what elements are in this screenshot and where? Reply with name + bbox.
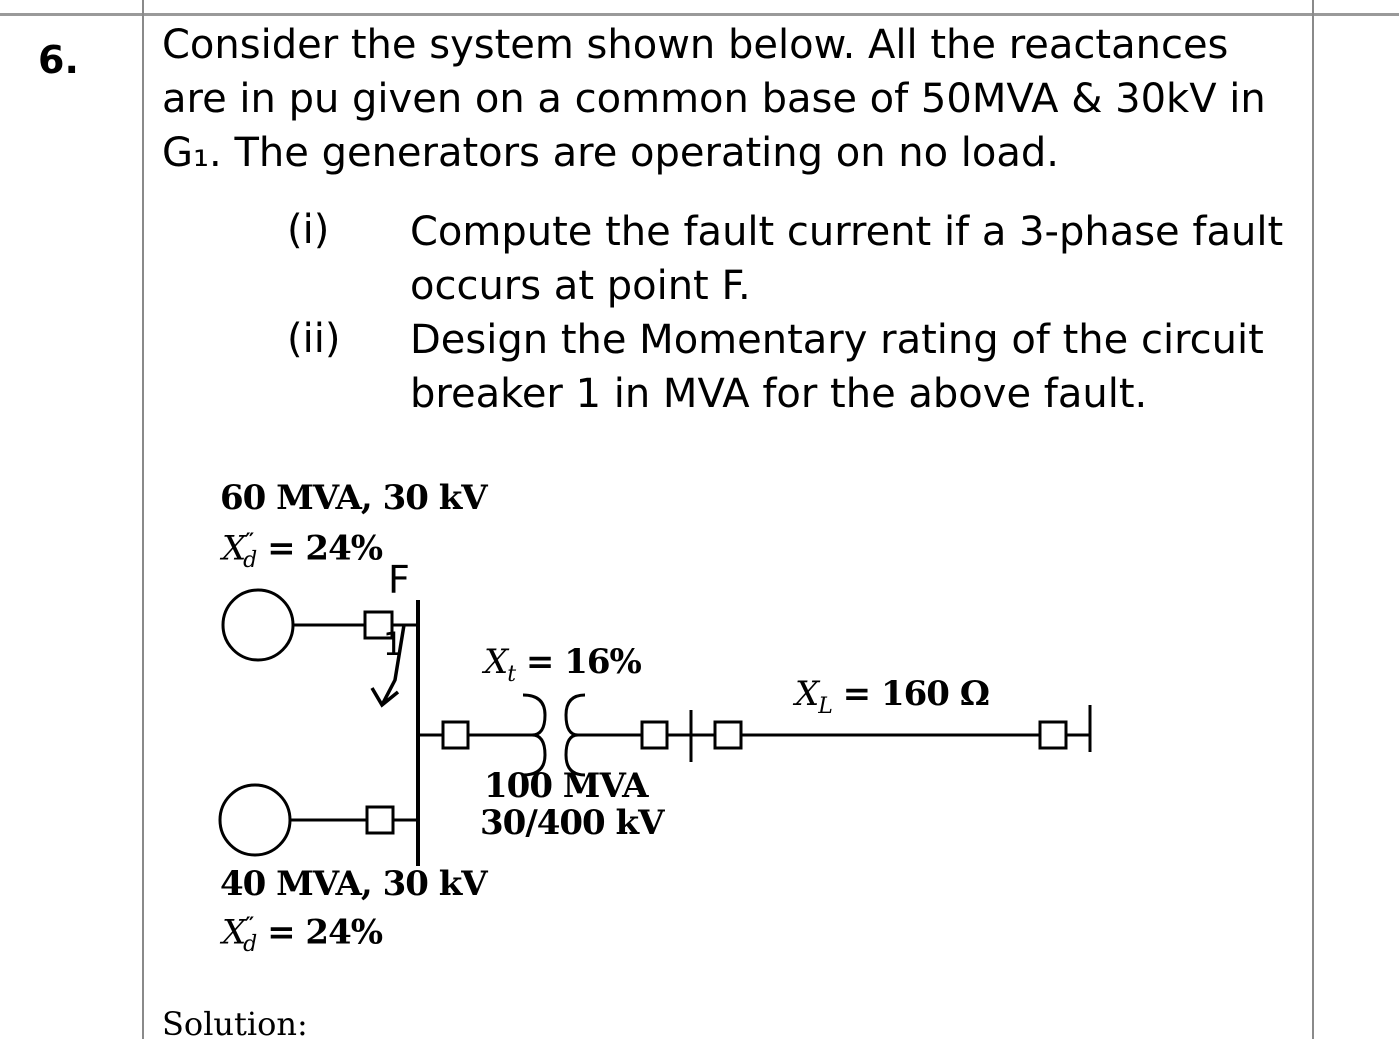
- item-label: (ii): [287, 316, 341, 362]
- item-text: Design the Momentary rating of the circu…: [410, 317, 1264, 417]
- breaker-4: [640, 720, 669, 750]
- g2-reactance: X″d = 24%: [222, 912, 383, 958]
- fault-arrow: [370, 624, 406, 708]
- question-number: 6.: [38, 38, 79, 82]
- generator-2-icon: [218, 783, 292, 857]
- g1-rating: 60 MVA, 30 kV: [220, 478, 488, 518]
- table-border-right: [1312, 0, 1314, 1039]
- transformer-primary-icon: [522, 693, 547, 777]
- item-label: (i): [287, 207, 330, 253]
- breaker-1: [363, 610, 394, 640]
- solution-label: Solution:: [162, 1005, 308, 1043]
- item-text: Compute the fault current if a 3-phase f…: [410, 209, 1284, 309]
- fault-label: F: [388, 558, 410, 602]
- transformer-reactance: Xt = 16%: [484, 642, 642, 687]
- g1-reactance: X″d = 24%: [222, 528, 383, 574]
- line-reactance: XL = 160 Ω: [795, 674, 990, 719]
- table-border-left: [142, 0, 144, 1039]
- breaker-2: [365, 805, 395, 835]
- question-text: Consider the system shown below. All the…: [162, 22, 1266, 176]
- breaker-6: [1038, 720, 1068, 750]
- generator-1-icon: [221, 588, 295, 662]
- transformer-rating: 100 MVA: [484, 766, 649, 806]
- g2-rating: 40 MVA, 30 kV: [220, 864, 488, 904]
- transformer-voltage: 30/400 kV: [480, 803, 664, 843]
- breaker-5: [713, 720, 743, 750]
- table-border-top: [0, 13, 1399, 16]
- breaker-3: [441, 720, 470, 750]
